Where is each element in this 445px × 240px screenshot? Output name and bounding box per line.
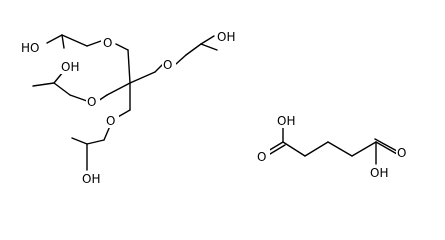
bond <box>374 138 398 152</box>
chemical-structure-drawing: HO O O OH OH O O OH OH O O OH <box>20 29 410 186</box>
atom-label-ho: HO <box>21 41 39 55</box>
bond <box>69 94 88 102</box>
bond <box>106 82 131 96</box>
bond <box>200 35 215 45</box>
bond <box>327 141 353 157</box>
bond <box>154 63 164 73</box>
atom-label-oh: OH <box>82 172 100 186</box>
molecule-2-labels: OH O O OH <box>256 113 410 180</box>
bond <box>115 43 129 51</box>
bond <box>53 82 71 96</box>
bond <box>375 141 398 155</box>
atom-label-o: O <box>106 114 115 128</box>
bond <box>127 49 131 84</box>
atom-label-oh: OH <box>217 30 235 44</box>
atom-label-o: O <box>397 146 406 160</box>
atom-label-oh: OH <box>277 114 295 128</box>
bond <box>61 34 88 47</box>
bond <box>175 54 187 65</box>
atom-label-o: O <box>257 150 266 164</box>
atom-label-o: O <box>163 58 172 72</box>
bond <box>267 141 284 152</box>
atom-label-o: O <box>103 36 112 50</box>
atom-label-oh: OH <box>370 166 388 180</box>
bond <box>304 141 329 157</box>
atom-label-oh: OH <box>61 60 79 74</box>
molecule-2-bonds <box>267 125 398 165</box>
molecule-1-bonds <box>32 34 218 171</box>
bond <box>185 43 202 56</box>
bond <box>103 125 111 141</box>
bond <box>46 34 63 44</box>
bond <box>129 71 156 84</box>
bond <box>61 34 65 49</box>
atom-label-o: O <box>87 95 96 109</box>
bond <box>32 82 55 87</box>
molecule-1-labels: HO O O OH OH O O OH <box>20 29 242 186</box>
bond <box>351 141 377 157</box>
bond <box>282 141 306 157</box>
bond <box>71 137 88 145</box>
bond <box>86 40 102 47</box>
bond <box>86 139 105 145</box>
bond <box>269 144 286 155</box>
bond <box>200 43 218 51</box>
